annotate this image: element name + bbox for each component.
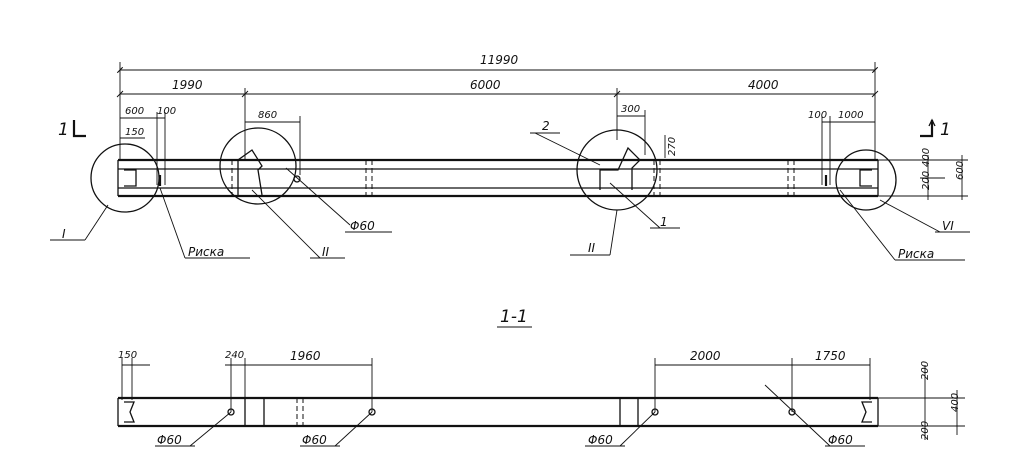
callout-I-label: I	[62, 227, 66, 241]
hole-b4-label: Φ60	[828, 433, 853, 447]
dim-overall: 11990	[116, 53, 879, 160]
callout-circle-II-left	[219, 127, 297, 205]
dim-600-left: 600	[125, 106, 144, 117]
dim-mid-seg: 6000	[470, 78, 501, 92]
dim-overall-label: 11990	[480, 53, 519, 67]
sec-200-top: 200	[920, 361, 931, 380]
dim-600-h: 600	[955, 161, 966, 180]
dim-150-top: 150	[125, 127, 144, 138]
section-title: 1-1	[500, 307, 528, 327]
section-marker-left: 1	[58, 120, 86, 140]
dim-height-right: 200 400 600	[878, 148, 968, 200]
top-view: 11990 1990 6000 4000 600 100 150 860	[50, 53, 970, 261]
dim-300: 300	[621, 104, 640, 115]
sec-150: 150	[118, 350, 137, 361]
section-marker-right-label: 1	[940, 120, 951, 140]
dim-chain-3-mid: 300 270	[617, 104, 678, 158]
callout-circle-VI	[835, 149, 897, 211]
section-marker-right: 1	[920, 118, 951, 140]
pos-2-label: 2	[542, 119, 550, 133]
dim-1000-right: 1000	[838, 110, 863, 121]
dim-left-seg: 1990	[172, 78, 203, 92]
hole-b3-label: Φ60	[588, 433, 613, 447]
section-dims: 150 240 1960 2000 1750	[118, 349, 871, 412]
riska-right-label: Риска	[898, 247, 934, 261]
hole-b2-label: Φ60	[302, 433, 327, 447]
dim-100-right: 100	[808, 110, 827, 121]
dim-chain-2: 1990 6000 4000	[116, 78, 879, 160]
callout-II-left-label: II	[322, 245, 330, 259]
callout-II-right-label: II	[588, 241, 596, 255]
pos-1-label: 1	[660, 215, 668, 229]
dim-100-left: 100	[157, 106, 176, 117]
riska-left-label: Риска	[188, 245, 224, 259]
hole-b1-label: Φ60	[157, 433, 182, 447]
dim-chain-3-left: 600 100 150 860	[120, 106, 301, 185]
dim-860: 860	[258, 110, 277, 121]
dim-right-seg: 4000	[748, 78, 779, 92]
sec-240: 240	[225, 350, 244, 361]
beam-plan	[117, 146, 879, 226]
section-leaders: Φ60 Φ60 Φ60 Φ60	[155, 384, 865, 447]
sec-1960: 1960	[290, 349, 321, 363]
beam-elevation	[117, 396, 879, 428]
leaders-top: I Риска II Φ60 2 1 II VI Риска	[50, 119, 970, 261]
dim-270: 270	[667, 137, 678, 156]
dim-400-h: 400	[921, 148, 932, 167]
section-view: 1-1 150 240 1960 2000 1750	[117, 307, 965, 447]
sec-1750: 1750	[815, 349, 846, 363]
hole-top-label: Φ60	[350, 219, 375, 233]
dim-200-h: 200	[921, 171, 932, 190]
sec-200-bot: 200	[920, 421, 931, 440]
dim-chain-3-right: 100 1000	[808, 110, 875, 185]
sec-2000: 2000	[690, 349, 721, 363]
callout-VI-label: VI	[942, 219, 954, 233]
section-marker-left-label: 1	[58, 120, 69, 140]
section-height-dims: 200 400 200	[878, 361, 965, 440]
sec-400: 400	[950, 393, 961, 412]
callout-circle-I	[90, 143, 160, 213]
